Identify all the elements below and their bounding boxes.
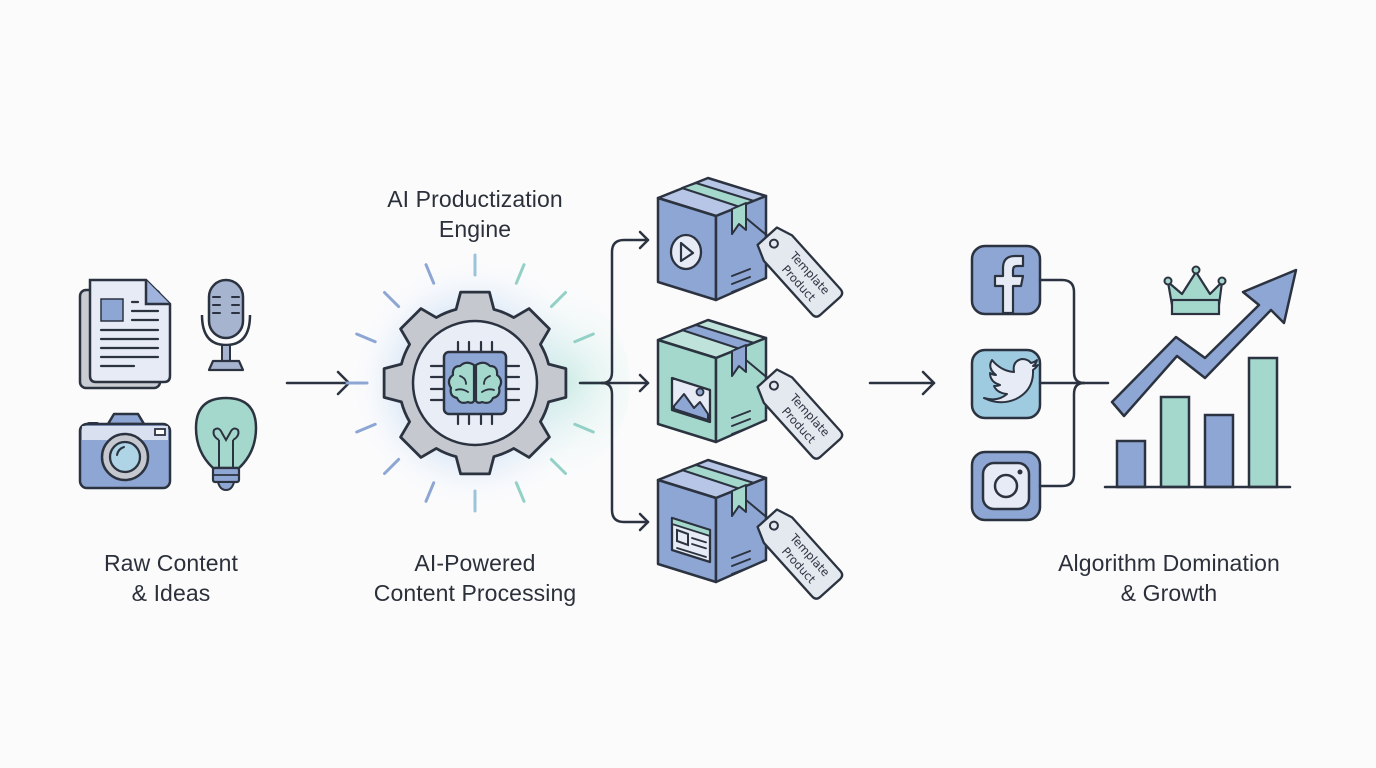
glow-ray: [383, 291, 401, 309]
glow-ray: [573, 422, 595, 434]
glow-ray: [549, 291, 567, 309]
glow-ray: [355, 422, 377, 434]
stage-label-raw-content: Raw Content & Ideas: [104, 548, 238, 608]
glow-ray: [424, 263, 436, 285]
arrow-to-engine: [285, 370, 351, 396]
growth-bar: [1115, 439, 1147, 489]
document-icon: [78, 278, 172, 390]
glow-ray: [383, 457, 401, 475]
growth-bar: [1159, 395, 1191, 489]
raw-content-line-1: Raw Content: [103, 550, 239, 576]
glow-ray: [549, 457, 567, 475]
processing-line-2: Content Processing: [373, 580, 577, 606]
raw-content-icons: [78, 278, 258, 492]
engine-title: AI Productization Engine: [387, 184, 563, 244]
engine-title-line-1: AI Productization: [387, 186, 563, 212]
facebook-icon: [970, 244, 1042, 316]
twitter-icon: [970, 348, 1042, 420]
crown-icon: [1163, 265, 1227, 316]
processing-line-1: AI-Powered: [414, 550, 536, 576]
raw-content-line-2: & Ideas: [131, 580, 211, 606]
camera-icon: [78, 412, 172, 490]
ai-engine: [345, 253, 630, 513]
engine-title-line-2: Engine: [438, 216, 512, 242]
lightbulb-icon: [194, 396, 258, 492]
video-play-icon: [669, 233, 703, 271]
arrow-to-platforms: [868, 370, 936, 396]
growth-bar: [1247, 356, 1279, 489]
merge-connector: [1038, 278, 1110, 488]
article-icon: [670, 516, 712, 564]
glow-ray: [514, 481, 526, 503]
image-icon: [670, 376, 712, 424]
social-platforms: [970, 244, 1042, 522]
stage-label-processing: AI-Powered Content Processing: [374, 548, 577, 608]
growth-line-2: & Growth: [1120, 580, 1218, 606]
glow-ray: [424, 481, 436, 503]
microphone-icon: [200, 278, 252, 372]
brain-icon: [447, 361, 503, 404]
growth-line-1: Algorithm Domination: [1058, 550, 1280, 576]
growth-chart-icon: [1103, 265, 1298, 489]
glow-ray: [514, 263, 526, 285]
growth-bar: [1203, 413, 1235, 489]
trend-arrow-icon: [1110, 268, 1298, 418]
product-boxes: TemplateProductTemplateProductTemplatePr…: [656, 176, 844, 600]
branch-connector: [578, 230, 650, 532]
instagram-icon: [970, 450, 1042, 522]
stage-label-growth: Algorithm Domination & Growth: [1058, 548, 1280, 608]
glow-ray: [573, 332, 595, 344]
glow-ray: [355, 332, 377, 344]
